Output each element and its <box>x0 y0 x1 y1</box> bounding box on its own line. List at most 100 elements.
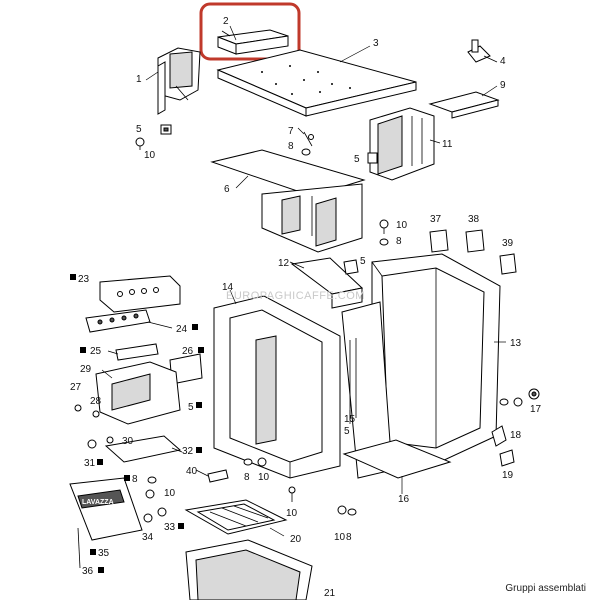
screw-31[interactable] <box>87 439 97 449</box>
label-10e: 10 <box>286 508 298 519</box>
part-9-plate[interactable] <box>428 91 500 119</box>
screw-10e[interactable] <box>257 457 267 467</box>
label-29: 29 <box>80 364 92 375</box>
brand-text: LAVAZZA <box>82 499 114 506</box>
screw-10d[interactable] <box>145 489 155 499</box>
label-10d: 10 <box>258 472 270 483</box>
part-3-top-lid[interactable] <box>216 49 417 117</box>
part-20-drip-grid[interactable] <box>184 499 288 535</box>
label-36: 36 <box>82 566 94 577</box>
part-12-bracket[interactable] <box>290 257 364 309</box>
part-18-clip[interactable] <box>491 425 507 447</box>
screw-10g[interactable] <box>337 505 347 515</box>
part-21-drip-tray[interactable] <box>185 539 313 600</box>
clip-5c[interactable] <box>343 259 359 275</box>
label-32: 32 <box>182 446 194 457</box>
part-40-pad[interactable] <box>207 469 229 483</box>
foot-17[interactable] <box>528 388 540 400</box>
label-10b: 10 <box>396 220 408 231</box>
part-11-housing[interactable] <box>369 107 435 181</box>
part-15-rail[interactable] <box>349 338 357 420</box>
label-18: 18 <box>510 430 522 441</box>
part-labels: 1 2 3 4 9 5 10 7 8 5 11 6 10 8 37 38 39 … <box>70 16 542 599</box>
label-2: 2 <box>223 16 229 27</box>
label-6: 6 <box>224 184 230 195</box>
part-13-side-panel[interactable] <box>371 253 501 463</box>
label-8c: 8 <box>132 474 138 485</box>
washer-8f[interactable] <box>347 508 357 516</box>
label-38: 38 <box>468 214 480 225</box>
screw-34[interactable] <box>143 513 153 523</box>
part-24-button-strip[interactable] <box>85 309 151 333</box>
leader-lines <box>101 25 506 537</box>
label-27: 27 <box>70 382 82 393</box>
label-10f: 10 <box>334 532 346 543</box>
label-23: 23 <box>78 274 90 285</box>
screw-10c[interactable] <box>513 397 523 407</box>
part-4-clip[interactable] <box>467 39 491 63</box>
label-31: 31 <box>84 458 96 469</box>
part-14-front-frame[interactable] <box>213 295 341 479</box>
screw-7[interactable] <box>303 131 314 147</box>
watermark: EUROPAGHICAFFE.COM <box>226 290 365 302</box>
part-2-cover[interactable] <box>217 29 289 55</box>
part-6-tray[interactable] <box>210 149 366 253</box>
marker-36 <box>98 567 104 573</box>
screw-10a[interactable] <box>135 137 145 150</box>
label-17: 17 <box>530 404 542 415</box>
screw-33[interactable] <box>157 507 167 517</box>
marker-33 <box>178 523 184 529</box>
label-4: 4 <box>500 56 506 67</box>
part-36-pin[interactable] <box>77 527 81 569</box>
washer-8e[interactable] <box>243 458 253 466</box>
marker-5d <box>196 402 202 408</box>
label-34: 34 <box>142 532 154 543</box>
label-37: 37 <box>430 214 442 225</box>
marker-32 <box>196 447 202 453</box>
part-39-pad[interactable] <box>499 253 517 275</box>
part-35-front-plate[interactable]: LAVAZZA <box>69 477 143 541</box>
washer-8c[interactable] <box>499 398 509 406</box>
part-23-top-panel[interactable] <box>99 275 181 313</box>
screw-30[interactable] <box>106 436 114 444</box>
label-15: 15 <box>344 414 356 425</box>
marker-26 <box>198 347 204 353</box>
label-28: 28 <box>90 396 102 407</box>
label-30: 30 <box>122 436 134 447</box>
label-8e: 8 <box>346 532 352 543</box>
clip-5b[interactable] <box>367 152 378 164</box>
marker-24 <box>192 324 198 330</box>
part-29-control-block[interactable] <box>95 361 181 425</box>
label-7: 7 <box>288 126 294 137</box>
marker-23 <box>70 274 76 280</box>
label-11: 11 <box>442 139 453 150</box>
label-5e: 5 <box>344 426 350 437</box>
washer-8b[interactable] <box>379 238 389 246</box>
label-8b: 8 <box>396 236 402 247</box>
washer-8d[interactable] <box>147 476 157 484</box>
part-37-pad[interactable] <box>429 229 449 253</box>
label-39: 39 <box>502 238 514 249</box>
marker-31 <box>97 459 103 465</box>
label-16: 16 <box>398 494 410 505</box>
caption: Gruppi assemblati <box>505 583 586 594</box>
label-5a: 5 <box>136 124 142 135</box>
part-38-pad[interactable] <box>465 229 485 253</box>
screw-5a[interactable] <box>160 124 172 135</box>
part-25-lever[interactable] <box>115 343 159 361</box>
screw-27[interactable] <box>74 404 82 412</box>
part-32-strip[interactable] <box>104 435 182 463</box>
label-9: 9 <box>500 80 506 91</box>
label-24: 24 <box>176 324 188 335</box>
label-35: 35 <box>98 548 110 559</box>
washer-8a[interactable] <box>301 148 311 156</box>
part-19-clip[interactable] <box>499 449 515 467</box>
label-12: 12 <box>278 258 290 269</box>
screw-10f[interactable] <box>288 486 296 502</box>
part-1-chute[interactable] <box>157 47 201 115</box>
screw-28[interactable] <box>92 410 100 418</box>
marker-25 <box>80 347 86 353</box>
screw-10b[interactable] <box>379 219 389 234</box>
part-16-base[interactable] <box>341 301 452 479</box>
